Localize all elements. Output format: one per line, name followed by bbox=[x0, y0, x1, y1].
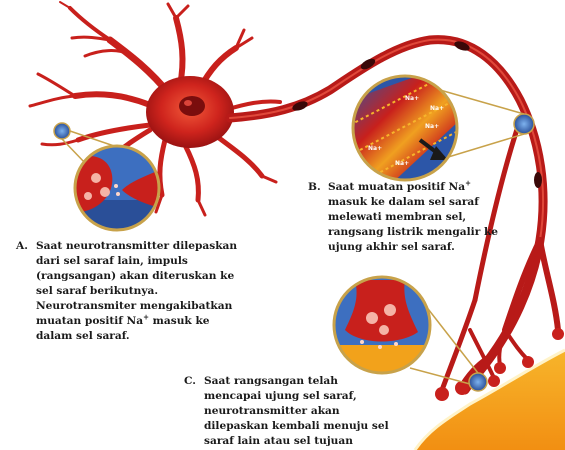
nucleolus-highlight bbox=[184, 100, 192, 106]
na-superscript: + bbox=[465, 178, 471, 187]
caption-c-line: dilepaskan kembali menuju sel bbox=[204, 419, 389, 434]
callout-b-axon-membrane: Na+ Na+ Na+ Na+ Na+ bbox=[350, 75, 460, 185]
caption-a-line: Neurotransmiter mengakibatkan bbox=[36, 299, 237, 314]
ion-label: Na+ bbox=[405, 95, 419, 102]
caption-c-line: Saat rangsangan telah bbox=[204, 374, 389, 389]
caption-a-line: muatan positif Na+ masuk ke bbox=[36, 314, 237, 329]
ion-label: Na+ bbox=[425, 123, 439, 130]
caption-a-line: sel saraf berikutnya. bbox=[36, 284, 237, 299]
ion-label: Na+ bbox=[368, 145, 382, 152]
caption-b: B. Saat muatan positif Na+ masuk ke dala… bbox=[328, 180, 498, 255]
callout-c-axon-terminal bbox=[330, 275, 435, 380]
caption-c-line: mencapai ujung sel saraf, bbox=[204, 389, 389, 404]
nucleus bbox=[179, 96, 205, 116]
caption-b-label: B. bbox=[308, 180, 321, 195]
caption-b-line: melewati membran sel, bbox=[328, 210, 498, 225]
synapse-marker-a bbox=[54, 123, 70, 139]
caption-b-text: Saat muatan positif Na bbox=[328, 181, 465, 193]
ion-label: Na+ bbox=[430, 105, 444, 112]
caption-a: A. Saat neurotransmitter dilepaskan dari… bbox=[36, 239, 237, 344]
axon-marker-b bbox=[514, 114, 534, 134]
caption-c-line: neurotransmitter akan bbox=[204, 404, 389, 419]
caption-a-text: masuk ke bbox=[149, 315, 210, 327]
caption-a-line: dalam sel saraf. bbox=[36, 329, 237, 344]
callout-a-synapse bbox=[70, 140, 170, 240]
caption-c: C. Saat rangsangan telah mencapai ujung … bbox=[204, 374, 389, 449]
caption-a-line: dari sel saraf lain, impuls bbox=[36, 254, 237, 269]
ion-label: Na+ bbox=[395, 160, 409, 167]
caption-b-line: Saat muatan positif Na+ bbox=[328, 180, 498, 195]
caption-b-line: ujung akhir sel saraf. bbox=[328, 240, 498, 255]
caption-a-text: muatan positif Na bbox=[36, 315, 143, 327]
caption-b-line: rangsang listrik mengalir ke bbox=[328, 225, 498, 240]
caption-a-line: (rangsangan) akan diteruskan ke bbox=[36, 269, 237, 284]
caption-c-line: saraf lain atau sel tujuan bbox=[204, 434, 389, 449]
caption-b-line: masuk ke dalam sel saraf bbox=[328, 195, 498, 210]
terminal-marker-c bbox=[469, 373, 487, 391]
caption-c-label: C. bbox=[184, 374, 196, 389]
caption-a-line: Saat neurotransmitter dilepaskan bbox=[36, 239, 237, 254]
caption-a-label: A. bbox=[16, 239, 28, 254]
